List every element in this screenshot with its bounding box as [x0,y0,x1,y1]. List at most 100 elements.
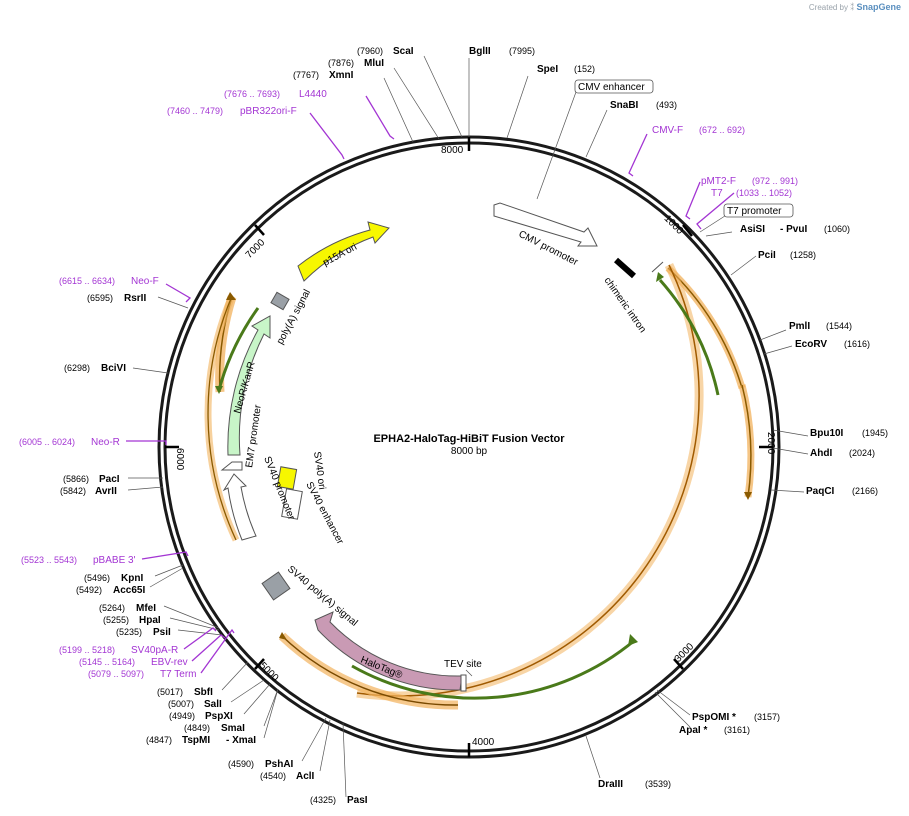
sali-pos: (5007) [168,699,194,709]
kpni-name: KpnI [121,573,143,584]
pmt2f-pos: (972 .. 991) [752,176,798,186]
hpai-pos: (5255) [103,615,129,625]
ahdi-name: AhdI [810,448,832,459]
snapgene-logo-icon: ⁑ [850,3,855,12]
xmni-name: XmnI [329,70,354,81]
sv40pa-pos: (5199 .. 5218) [59,645,115,655]
bcivi-name: BciVI [101,363,126,374]
pmli-pos: (1544) [826,321,852,331]
apai-name: ApaI * [679,725,707,736]
tick-5000: 5000 [257,660,281,684]
credit-brand: SnapGene [856,2,901,12]
sv40-ori-feature [276,466,298,490]
paci-name: PacI [99,474,120,485]
p15a-ori-feature [297,221,390,282]
tick-4000: 4000 [472,737,495,748]
rsrii-name: RsrII [124,293,146,304]
em7-promoter-label: EM7 promoter [244,403,264,468]
cmv-enhancer-box [574,79,654,94]
cmvf-name: CMV-F [652,125,683,136]
avrii-pos: (5842) [60,486,86,496]
l4440-pos: (7676 .. 7693) [224,89,280,99]
cmv-promoter-feature [493,202,598,247]
neor-name: Neo-R [91,437,120,448]
neof-pos: (6615 .. 6634) [59,276,115,286]
pmt2f-name: pMT2-F [701,176,736,187]
polya-signal-feature [270,291,290,311]
t7-pos: (1033 .. 1052) [736,188,792,198]
paqci-name: PaqCI [806,486,835,497]
credit-prefix: Created by [808,3,849,12]
pvui-name: - PvuI [780,224,807,235]
asisi-name: AsiSI [740,224,765,235]
tspmi-name: TspMI [182,735,210,746]
t7term-pos: (5079 .. 5097) [88,669,144,679]
smai-name: SmaI [221,723,245,734]
mlui-pos: (7876) [328,58,354,68]
pbr322-name: pBR322ori-F [240,106,297,117]
scale-ticks [165,137,773,757]
pshai-pos: (4590) [228,759,254,769]
xmai-name: - XmaI [226,735,256,746]
tev-site-feature [460,674,467,692]
sv40pa-name: SV40pA-R [131,645,178,656]
ecorv-pos: (1616) [844,339,870,349]
t7-promoter-label: T7 promoter [727,206,782,217]
sbfi-pos: (5017) [157,687,183,697]
kpni-pos: (5496) [84,573,110,583]
bpu10i-name: Bpu10I [810,428,844,439]
cmvf-pos: (672 .. 692) [699,125,745,135]
hpai-name: HpaI [139,615,161,626]
bglii-name: BglII [469,46,491,57]
pcii-name: PciI [758,250,776,261]
em7-promoter-feature [220,461,243,471]
psii-name: PsiI [153,627,171,638]
bpu10i-pos: (1945) [862,428,888,438]
psii-pos: (5235) [116,627,142,637]
pasi-name: PasI [347,795,368,806]
draiii-pos: (3539) [645,779,671,789]
rsrii-pos: (6595) [87,293,113,303]
avrii-name: AvrII [95,486,117,497]
pspomi-name: PspOMI * [692,712,736,723]
tick-1000: 1000 [662,213,686,237]
sv40-promoter-feature [222,473,257,541]
plasmid-name: EPHA2-HaloTag-HiBiT Fusion Vector [373,433,565,445]
map-center-title: EPHA2-HaloTag-HiBiT Fusion Vector 8000 b… [373,433,564,457]
paqci-pos: (2166) [852,486,878,496]
tick-8000: 8000 [441,145,464,156]
pcii-pos: (1258) [790,250,816,260]
sali-name: SalI [204,699,222,710]
pasi-pos: (4325) [310,795,336,805]
cmv-enhancer-label: CMV enhancer [578,82,645,93]
sv40-ori-label: SV40 ori [311,451,327,491]
mfei-pos: (5264) [99,603,125,613]
restriction-sites: (7960) ScaI BglII (7995) (7876) MluI Spe… [60,46,888,806]
snabi-pos: (493) [656,100,677,110]
pshai-name: PshAI [265,759,294,770]
smai-pos: (4849) [184,723,210,733]
mfei-name: MfeI [136,603,156,614]
chimeric-intron-label: chimeric intron [602,275,648,335]
tev-site-label: TEV site [444,659,482,670]
acli-pos: (4540) [260,771,286,781]
ebv-pos: (5145 .. 5164) [79,657,135,667]
ahdi-pos: (2024) [849,448,875,458]
pbabe-pos: (5523 .. 5543) [21,555,77,565]
neof-name: Neo-F [131,276,159,287]
t7-promoter-box [723,203,794,218]
tev-site-leader [465,669,473,677]
pbabe-name: pBABE 3' [93,555,136,566]
scai-pos: (7960) [357,46,383,56]
sv40-enhancer-feature [281,488,303,520]
site-leaders [127,55,809,798]
neor-kanr-feature [227,315,271,456]
ebv-name: EBV-rev [151,657,188,668]
bglii-pos: (7995) [509,46,535,56]
tick-2000: 2000 [765,432,776,455]
t7-promoter-leader [699,213,729,233]
sv40-enhancer-label: SV40 enhancer [303,480,345,547]
apai-pos: (3161) [724,725,750,735]
pbr322-pos: (7460 .. 7479) [167,106,223,116]
